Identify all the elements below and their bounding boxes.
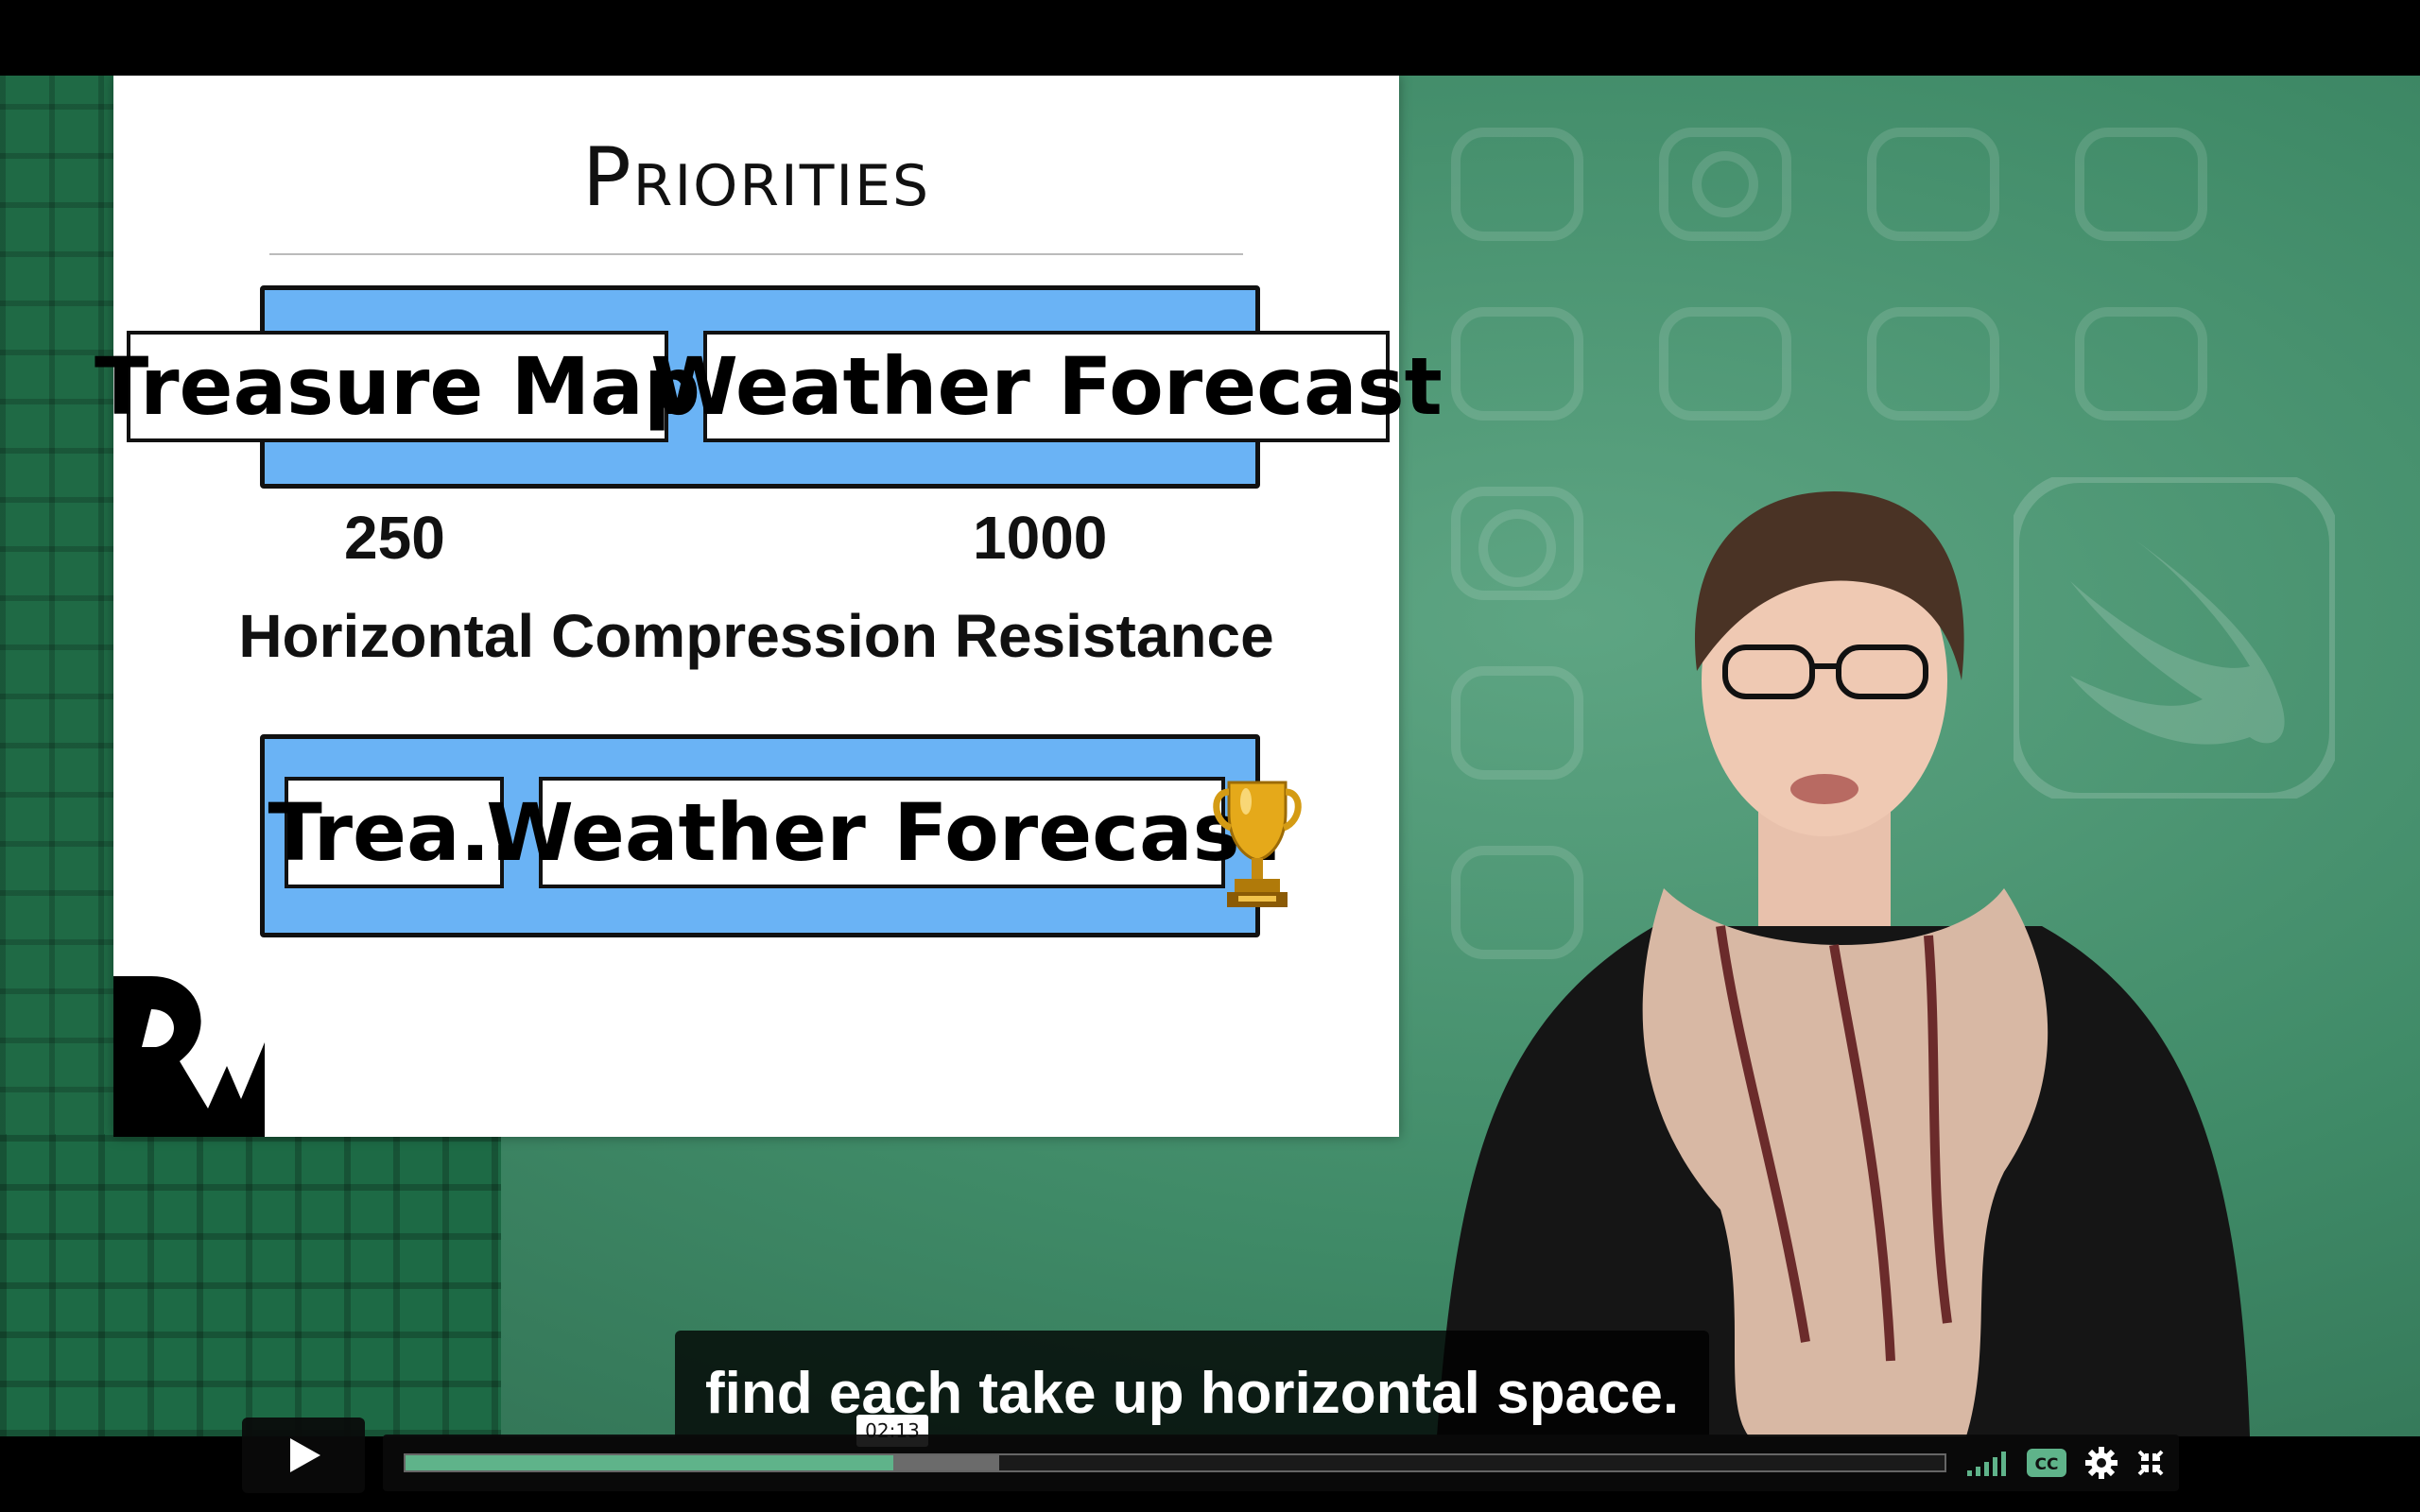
slide-subtitle: Horizontal Compression Resistance	[238, 602, 1274, 670]
captions-button[interactable]: CC	[2026, 1446, 2067, 1480]
slide-divider	[269, 253, 1243, 255]
progress-bar[interactable]	[404, 1453, 1946, 1472]
weather-forecast-label-bottom: Weather Forecast	[486, 777, 1278, 888]
play-icon	[290, 1438, 320, 1472]
svg-text:CC: CC	[2035, 1455, 2059, 1474]
settings-button[interactable]	[2084, 1446, 2118, 1480]
treasure-map-label-top: Treasure Map	[95, 331, 700, 442]
swift-logo	[2014, 477, 2335, 799]
rw-logo	[113, 976, 265, 1137]
play-button[interactable]	[242, 1418, 365, 1493]
treasure-map-label-truncated: Trea..	[268, 777, 521, 888]
player-controls: CC	[383, 1435, 2179, 1491]
treasure-map-priority: 250	[344, 504, 445, 572]
presentation-slide: Priorities Treasure Map Weather Forecast…	[95, 76, 1443, 1137]
video-frame[interactable]: Priorities Treasure Map Weather Forecast…	[0, 76, 2420, 1436]
fullscreen-button[interactable]	[2134, 1446, 2168, 1480]
background-tile-block	[0, 1134, 501, 1436]
presenter	[1437, 491, 2250, 1436]
weather-forecast-label-top: Weather Forecast	[650, 331, 1443, 442]
slide-title: Priorities	[581, 130, 931, 225]
volume-button[interactable]	[1963, 1446, 2013, 1480]
background-app-icons	[1451, 128, 2207, 959]
progress-played	[406, 1455, 894, 1470]
volume-icon	[1967, 1452, 2006, 1476]
trophy-icon	[1213, 781, 1302, 907]
gear-icon	[2085, 1447, 2118, 1479]
fullscreen-exit-icon	[2137, 1450, 2164, 1476]
cc-icon: CC	[2027, 1449, 2066, 1477]
weather-forecast-priority: 1000	[973, 504, 1108, 572]
subtitle-caption: find each take up horizontal space.	[675, 1331, 1710, 1436]
